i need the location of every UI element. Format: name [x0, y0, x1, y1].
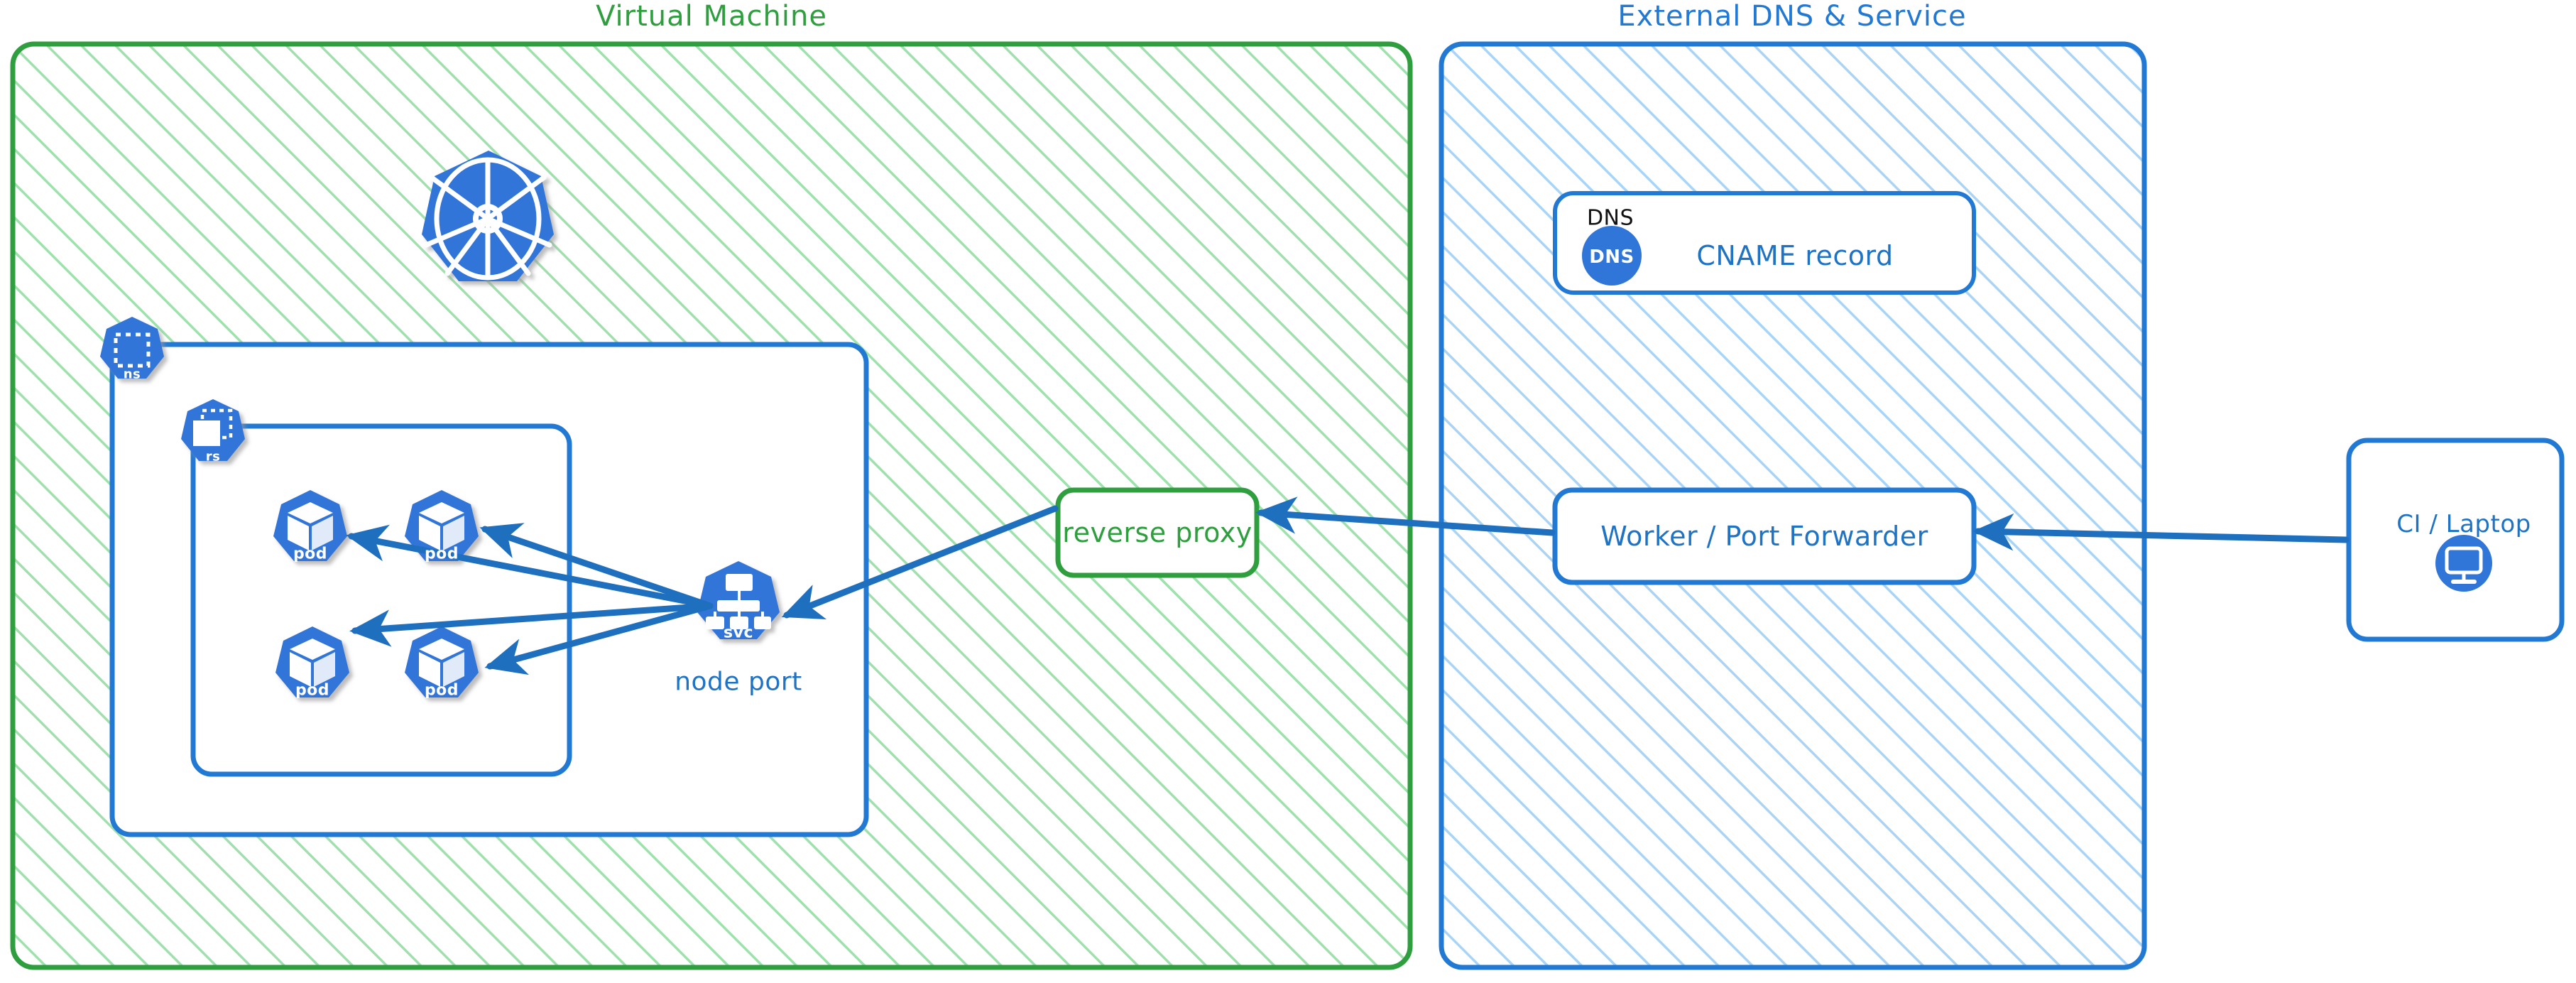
reverse-proxy-label[interactable]: reverse proxy: [1062, 517, 1252, 548]
replicaset-box: [190, 423, 572, 777]
pod-top-left: [273, 490, 347, 561]
worker-label[interactable]: Worker / Port Forwarder: [1600, 521, 1928, 552]
pod-top-right: [405, 490, 479, 561]
service-to-pod-arrows: [346, 523, 714, 675]
arrow-svc-pod-top-left: [346, 524, 714, 609]
arrow-worker-to-reverse-proxy: [1255, 496, 1556, 536]
dns-card-kind-label: DNS: [1586, 205, 1634, 231]
dns-card[interactable]: [1553, 191, 1976, 295]
dns-badge-icon: [1582, 226, 1642, 286]
arrow-svc-pod-bottom-left: [349, 602, 714, 647]
arrow-ci-laptop-to-worker: [1972, 513, 2349, 551]
arrow-svc-pod-bottom-right: [484, 602, 714, 675]
kubernetes-helm-icon: [422, 151, 554, 281]
node-port-caption: node port: [675, 667, 802, 697]
service-tree-icon: [697, 561, 780, 639]
monitor-icon: [2435, 535, 2492, 592]
arrow-svc-pod-top-right: [479, 523, 714, 609]
pod-bottom-left: [275, 626, 349, 697]
dns-panel-title: External DNS & Service: [1617, 0, 1967, 33]
replicaset-icon: [181, 399, 245, 461]
pod-bottom-right: [405, 626, 479, 697]
cname-record-label: CNAME record: [1696, 240, 1894, 271]
ci-laptop-label: CI / Laptop: [2396, 510, 2531, 538]
namespace-icon: [100, 317, 164, 379]
arrow-reverse-proxy-to-svc: [781, 505, 1059, 620]
vm-panel-title: Virtual Machine: [596, 0, 827, 33]
